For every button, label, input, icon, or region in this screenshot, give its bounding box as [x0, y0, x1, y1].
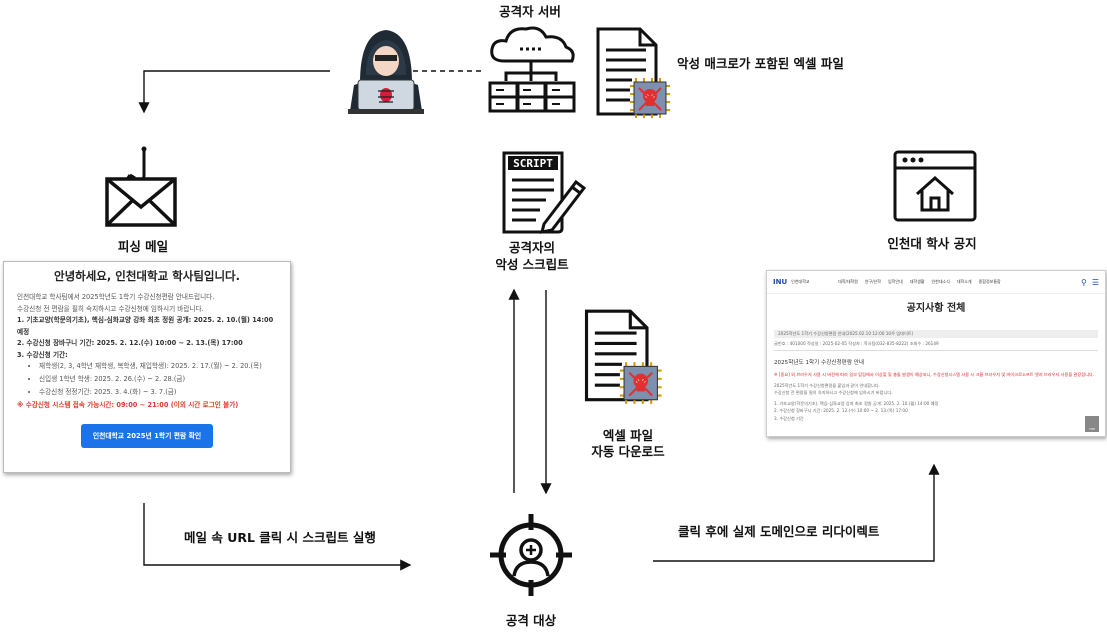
excel-download-label-2: 자동 다운로드	[591, 444, 665, 459]
attacker-script-label-2: 악성 스크립트	[495, 257, 569, 272]
malicious-document-icon	[584, 309, 662, 404]
email-intro: 수강신청 전 편람을 필히 숙지하시고 수강신청에 임하시기 바랍니다.	[17, 304, 204, 313]
notice-logo-sub: 인천대학교	[791, 279, 810, 284]
arrow-mail-to-target	[143, 503, 412, 571]
arrow-hacker-to-mail	[138, 70, 330, 114]
phishing-email-icon	[105, 146, 177, 227]
crosshair-target-icon	[490, 514, 572, 596]
email-item: 1. 기초교양(학문의기초), 핵심-심화교양 강좌 최초 정원 공개: 202…	[17, 316, 274, 324]
notice-title: 공지사항 전체	[906, 303, 966, 314]
email-warning: ※ 수강신청 시스템 접속 가능시간: 09:00 ~ 21:00 (이외 시간…	[17, 401, 239, 409]
attacker-server-label: 공격자 서버	[499, 4, 561, 19]
attacker-script-label-1: 공격자의	[508, 240, 555, 255]
nav-item[interactable]: 입학안내	[887, 279, 903, 284]
step-run-label: 메일 속 URL 클릭 시 스크립트 실행	[184, 530, 376, 545]
notice-label: 인천대 학사 공지	[887, 236, 977, 251]
arrow-target-to-notice	[653, 463, 940, 562]
cloud-server-icon	[488, 26, 576, 113]
hacker-laptop-icon	[348, 30, 424, 114]
email-subitem: 재학생(2, 3, 4학년 재학생, 복학생, 재입학생): 2025. 2. …	[39, 362, 277, 370]
email-item: 2. 수강신청 장바구니 기간: 2025. 2. 12.(수) 10:00 ~…	[17, 339, 243, 347]
phishing-email-preview: 안녕하세요, 인천대학교 학사팀입니다. 인천대학교 학사팀에서 2025학년도…	[3, 261, 291, 473]
target-label: 공격 대상	[505, 613, 557, 628]
notice-paragraph: 1. 기초교양(학문의기초), 핵심-심화교양 강좌 최초 정원 공개: 202…	[774, 400, 939, 406]
web-homepage-icon	[893, 150, 977, 222]
email-check-button[interactable]: 인천대학교 2025년 1학기 편람 확인	[81, 424, 213, 448]
menu-icon[interactable]: ☰	[1091, 277, 1099, 287]
notice-navbar: INU 인천대학교 대학/대학원 연구/산학 입학안내 대학생활 인천대소식 대…	[767, 271, 1105, 294]
notice-body: 2025학년도 1학기 수강신청편람 안내 ※ [중요] 외 브라우저 사용 시…	[774, 350, 1098, 421]
notice-meta: 글번호 : 401000 작성일 : 2025-02-05 작성자 : 학사팀(…	[774, 341, 939, 346]
nav-item[interactable]: 연구/산학	[864, 279, 881, 284]
notice-paragraph: 3. 수강신청 기간	[774, 415, 804, 421]
top-button[interactable]: TOP	[1085, 416, 1099, 432]
excel-download-label-1: 엑셀 파일	[602, 428, 654, 443]
email-subitem: 신입생 1학년 학생: 2025. 2. 26.(수) ~ 2. 28.(금)	[39, 375, 277, 383]
step-redirect-label: 클릭 후에 실제 도메인으로 리다이렉트	[678, 524, 880, 539]
nav-item[interactable]: 대학생활	[909, 279, 925, 284]
notice-heading: 2025학년도 1학기 수강신청편람 안내	[774, 360, 865, 366]
email-subitem: 수강신청 정정기간: 2025. 3. 4.(화) ~ 3. 7.(금)	[39, 388, 277, 396]
nav-item[interactable]: 인천대소식	[931, 279, 950, 284]
notice-paragraph: 2025학년도 1학기 수강신청편람을 붙임과 같이 안내합니다.	[774, 382, 881, 388]
notice-red-line: ※ [중요] 외 브라우저 사용 시 버전에 따라 일부 탑링에서 이상할 및 …	[774, 372, 1095, 377]
university-notice-preview: INU 인천대학교 대학/대학원 연구/산학 입학안내 대학생활 인천대소식 대…	[766, 270, 1106, 437]
script-document-icon: SCRIPT	[502, 151, 587, 234]
search-icon[interactable]: ⚲	[1080, 277, 1087, 287]
svg-text:SCRIPT: SCRIPT	[513, 157, 553, 170]
notice-paragraph: 2. 수강신청 장바구니 기간: 2025. 2. 12.(수) 10:00 ~…	[774, 408, 908, 413]
notice-paragraph: 수강신청 전 편람을 필히 숙지하시고 수강신청에 임하시기 바랍니다.	[774, 390, 893, 395]
nav-item[interactable]: 대학/대학원	[838, 279, 858, 284]
nav-item[interactable]: 대학소개	[956, 279, 972, 284]
nav-item[interactable]: 종합정보통합	[978, 279, 1001, 284]
email-intro: 인천대학교 학사팀에서 2025학년도 1학기 수강신청편람 안내드립니다.	[17, 293, 215, 301]
notice-logo: INU	[773, 278, 788, 286]
email-item: 예정	[17, 327, 30, 336]
notice-subject-bar: 2025학년도 1학기 수강신청편람 안내(2025.02.10 12:00 1…	[774, 330, 1098, 338]
email-item: 3. 수강신청 기간:	[17, 350, 68, 359]
malicious-document-icon	[596, 27, 670, 118]
email-title: 안녕하세요, 인천대학교 학사팀입니다.	[53, 269, 241, 283]
malicious-excel-label: 악성 매크로가 포함된 엑셀 파일	[677, 56, 844, 71]
phishing-mail-label: 피싱 메일	[117, 239, 169, 254]
